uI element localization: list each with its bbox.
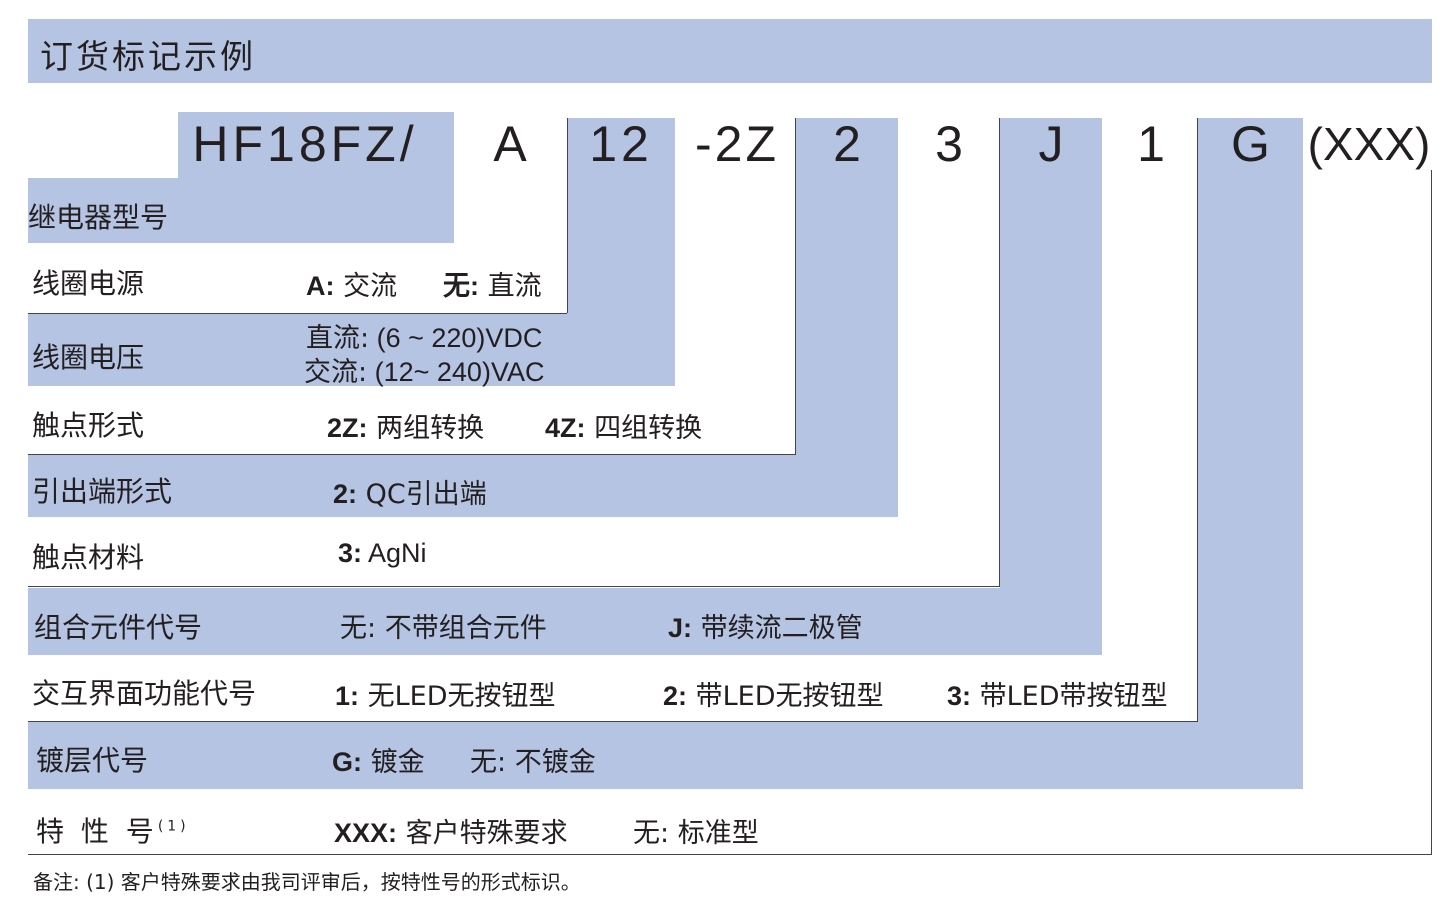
vline-contact-form — [795, 118, 796, 454]
code-contact-form: -2Z — [695, 116, 779, 172]
band-terminal — [28, 454, 898, 517]
opt-interface-2: 2: 带LED无按钮型 — [663, 681, 884, 712]
band-component-col — [1000, 118, 1102, 588]
footnote: 备注: (1) 客户特殊要求由我司评审后，按特性号的形式标识。 — [33, 870, 581, 894]
vline-material — [999, 118, 1000, 586]
label-contact-form: 触点形式 — [32, 409, 145, 442]
line-special — [28, 854, 1432, 855]
line-coil-power — [28, 313, 567, 314]
code-material: 3 — [935, 116, 963, 172]
opt-coil-power-1: A: 交流 — [306, 271, 398, 302]
code-coil-power: A — [493, 116, 527, 172]
opt-component-2: J: 带续流二极管 — [668, 613, 863, 644]
opt-interface-3: 3: 带LED带按钮型 — [947, 681, 1168, 712]
label-plating: 镀层代号 — [36, 744, 149, 777]
line-contact-form — [28, 454, 796, 455]
code-plating: G — [1231, 116, 1270, 172]
code-coil-voltage: 12 — [589, 116, 653, 172]
code-special: (XXX) — [1307, 118, 1431, 170]
opt-contact-form-1: 2Z: 两组转换 — [327, 413, 485, 444]
vline-coil-power — [567, 118, 568, 313]
band-plating-col — [1198, 118, 1303, 722]
band-coil-voltage — [28, 313, 675, 386]
opt-material-1: 3: AgNi — [338, 538, 427, 568]
header-band — [28, 19, 1432, 83]
line-material — [28, 586, 1000, 587]
code-model: HF18FZ/ — [192, 116, 418, 172]
code-interface: 1 — [1137, 116, 1165, 172]
label-material: 触点材料 — [32, 541, 145, 574]
opt-coil-voltage-1: 直流: (6 ~ 220)VDC — [306, 323, 543, 354]
label-interface: 交互界面功能代号 — [32, 677, 257, 710]
opt-special-1: XXX: 客户特殊要求 — [334, 818, 568, 849]
band-model-col — [178, 112, 454, 178]
page-title: 订货标记示例 — [40, 37, 256, 76]
band-terminal-col — [796, 118, 898, 454]
band-component — [28, 588, 1102, 655]
opt-coil-voltage-2: 交流: (12~ 240)VAC — [304, 357, 545, 388]
opt-special-2: 无: 标准型 — [633, 818, 759, 849]
label-terminal: 引出端形式 — [32, 475, 173, 508]
label-component: 组合元件代号 — [34, 611, 203, 644]
opt-plating-2: 无: 不镀金 — [470, 747, 596, 778]
band-plating — [28, 722, 1303, 789]
band-coil-voltage-col — [567, 118, 675, 313]
opt-plating-1: G: 镀金 — [332, 747, 425, 778]
opt-terminal-1: 2: QC引出端 — [333, 479, 487, 510]
opt-component-1: 无: 不带组合元件 — [340, 613, 547, 644]
label-special-sup: (1) — [157, 818, 190, 835]
code-terminal: 2 — [833, 116, 861, 172]
label-special: 特 性 号(1) — [36, 810, 190, 850]
opt-coil-power-2: 无: 直流 — [443, 271, 542, 302]
vline-interface — [1197, 118, 1198, 721]
vline-special — [1431, 170, 1432, 854]
label-coil-voltage: 线圈电压 — [32, 341, 145, 374]
opt-interface-1: 1: 无LED无按钮型 — [335, 681, 556, 712]
label-special-text: 特 性 号 — [36, 815, 158, 848]
opt-contact-form-2: 4Z: 四组转换 — [545, 413, 703, 444]
label-model: 继电器型号 — [28, 201, 169, 234]
code-component: J — [1038, 116, 1064, 172]
band-model — [28, 178, 454, 243]
label-coil-power: 线圈电源 — [32, 267, 145, 300]
line-interface — [28, 721, 1198, 722]
